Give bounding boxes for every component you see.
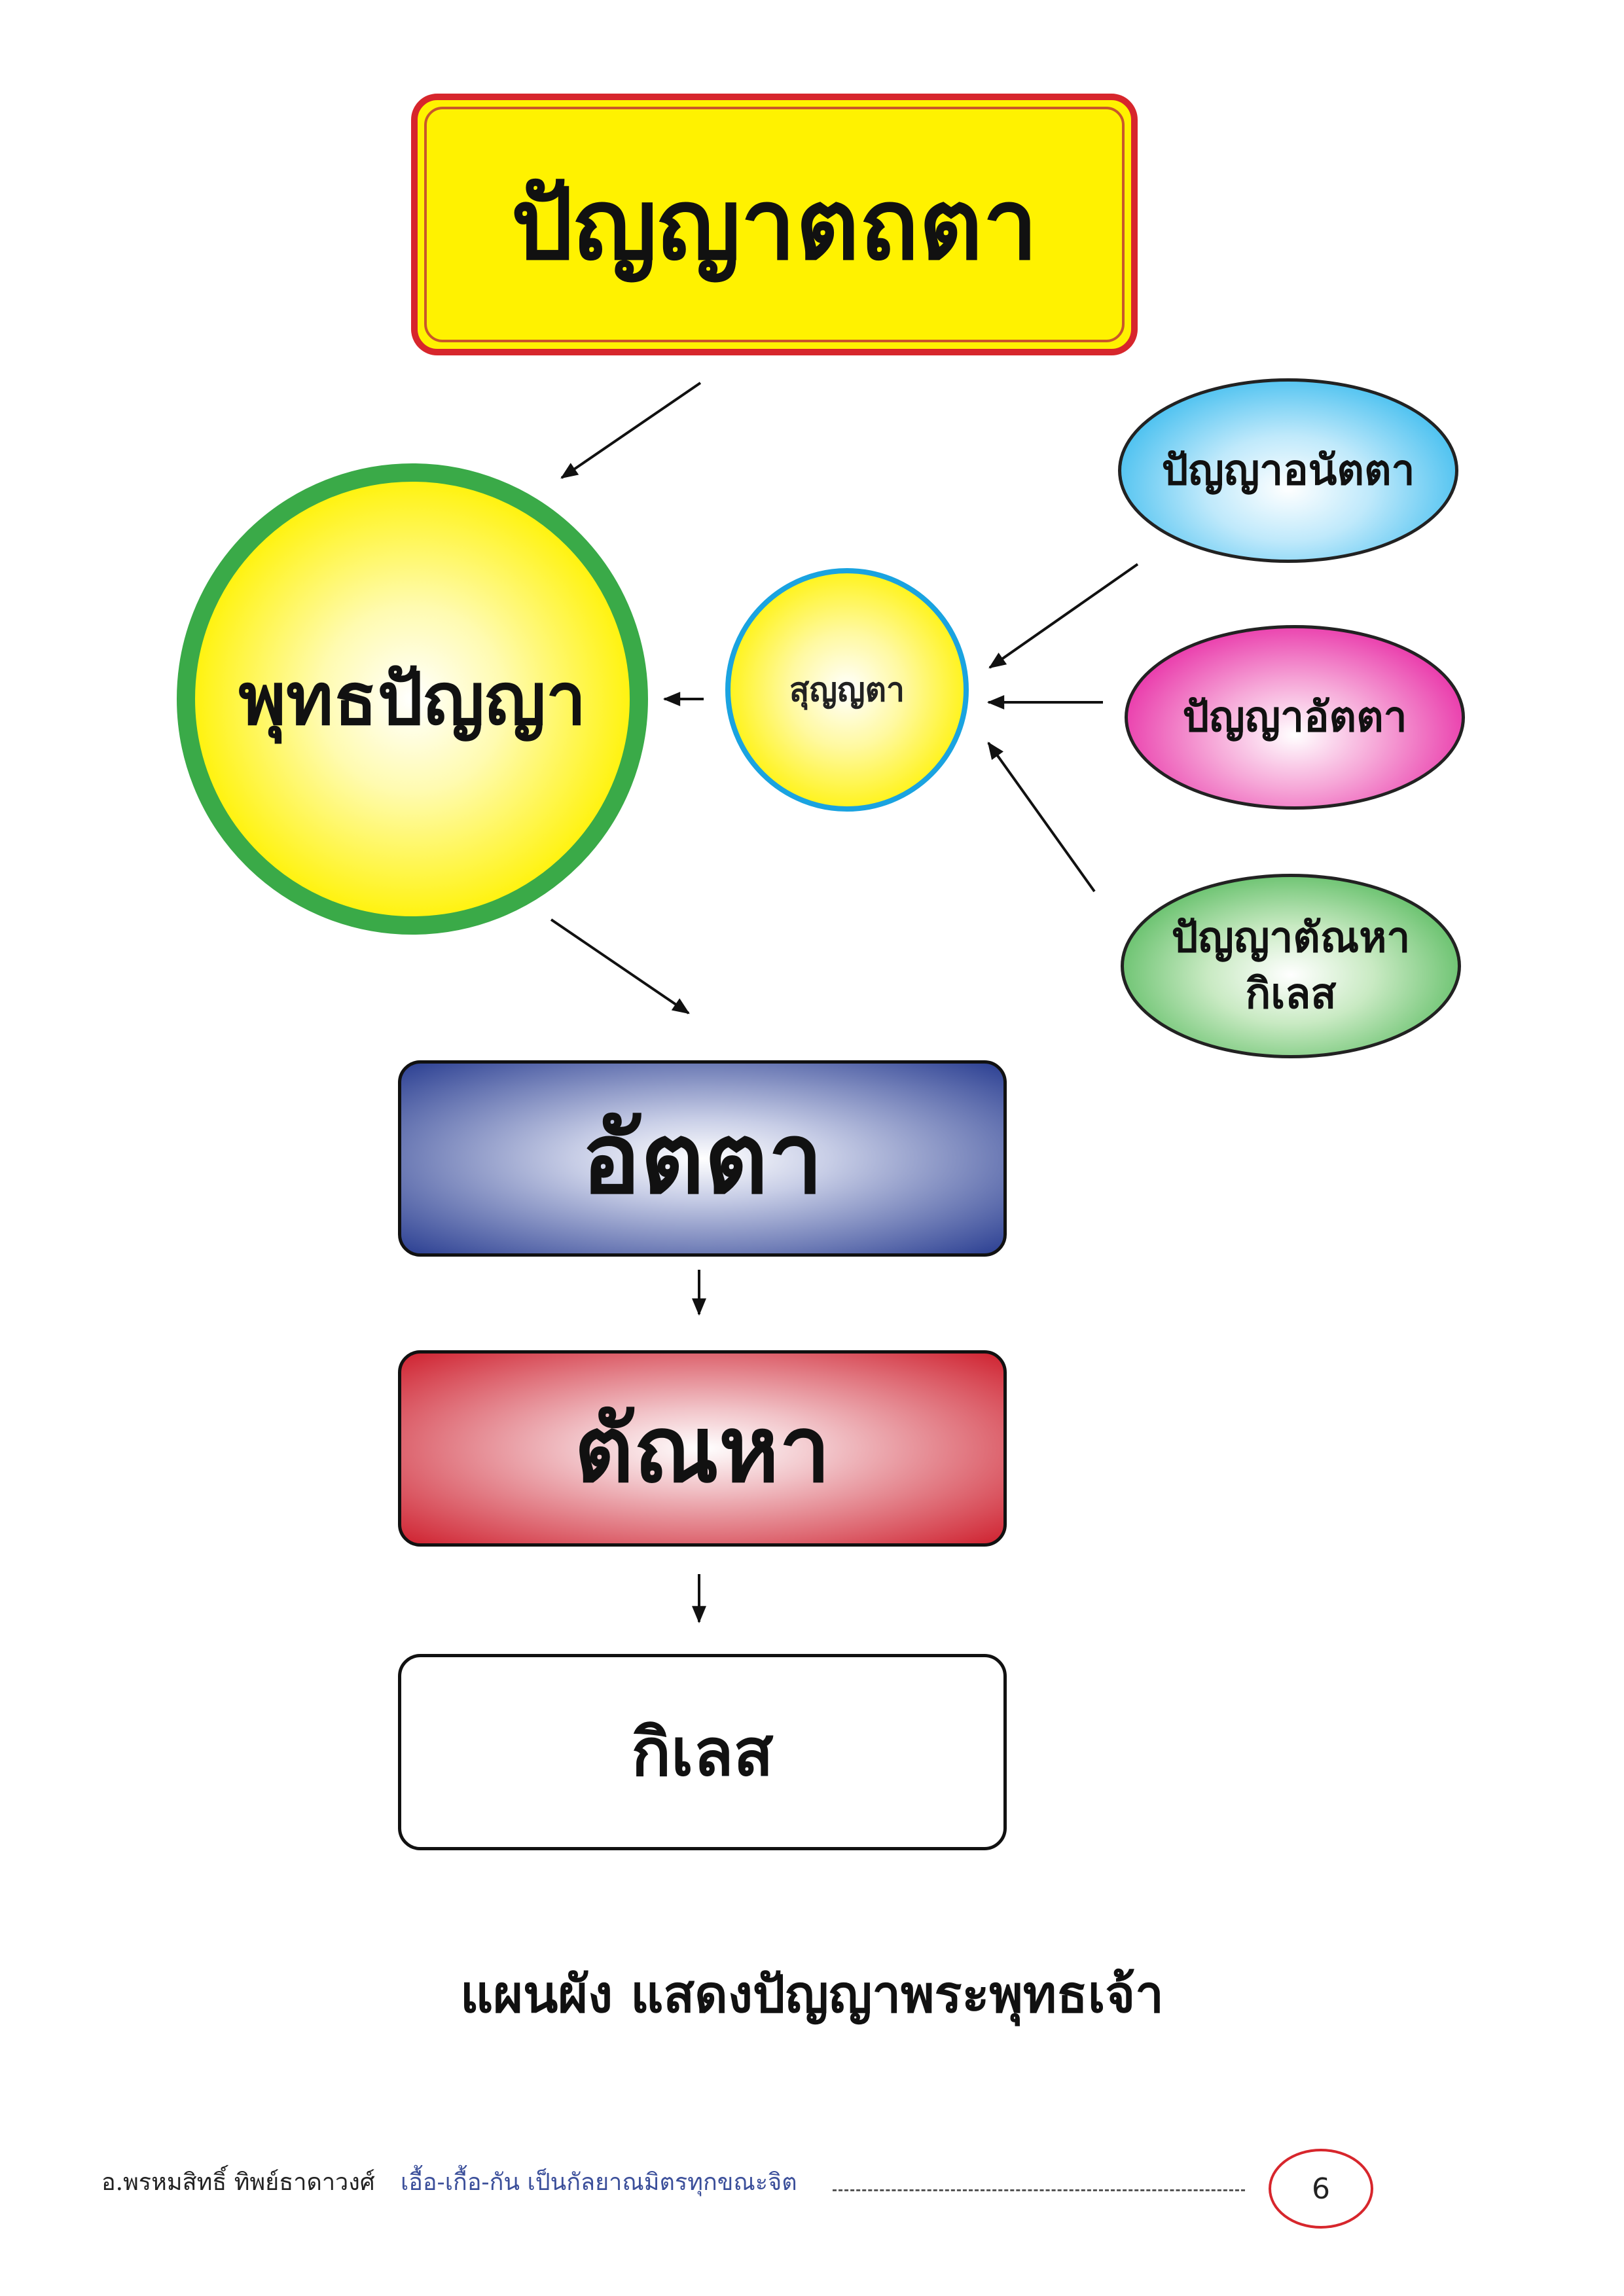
title-box: ปัญญาตถตา bbox=[411, 94, 1138, 355]
arrow-anatta-to-sunyata bbox=[988, 563, 1139, 669]
tanha-kilesa-label-line1: ปัญญาตัณหา bbox=[1171, 913, 1411, 962]
anatta-label: ปัญญาอนัตตา bbox=[1161, 446, 1415, 495]
footer-motto: เอื้อ-เกื้อ-กัน เป็นกัลยาณมิตรทุกขณะจิต bbox=[401, 2169, 797, 2196]
diagram-caption: แผนผัง แสดงปัญญาพระพุทธเจ้า bbox=[460, 1965, 1164, 2024]
atta-label: ปัญญาอัตตา bbox=[1182, 692, 1407, 742]
arrow-tanha-to-sunyata bbox=[987, 742, 1096, 893]
tanha-kilesa-ellipse: ปัญญาตัณหา กิเลส bbox=[1121, 874, 1461, 1058]
page-number: 6 bbox=[1269, 2149, 1373, 2229]
tanha-box: ตัณหา bbox=[398, 1350, 1007, 1547]
tanha-box-label: ตัณหา bbox=[574, 1396, 831, 1503]
tanha-kilesa-label-line2: กิเลส bbox=[1245, 970, 1337, 1018]
title-text: ปัญญาตถตา bbox=[511, 168, 1038, 282]
buddha-wisdom-circle: พุทธปัญญา bbox=[177, 463, 648, 935]
atta-box-label: อัตตา bbox=[581, 1102, 823, 1216]
atta-box: อัตตา bbox=[398, 1060, 1007, 1257]
footer-divider bbox=[833, 2189, 1245, 2191]
kilesa-box-label: กิเลส bbox=[631, 1713, 774, 1791]
footer-author: อ.พรหมสิทธิ์ ทิพย์ธาดาวงศ์ bbox=[101, 2169, 375, 2196]
kilesa-box: กิเลส bbox=[398, 1654, 1007, 1850]
sunyata-label: สุญญตา bbox=[789, 670, 905, 709]
sunyata-circle: สุญญตา bbox=[725, 568, 969, 812]
buddha-wisdom-label: พุทธปัญญา bbox=[238, 657, 586, 741]
arrow-title-to-buddha bbox=[560, 382, 702, 479]
anatta-ellipse: ปัญญาอนัตตา bbox=[1118, 378, 1458, 563]
arrow-buddha-to-atta bbox=[550, 918, 690, 1014]
atta-ellipse: ปัญญาอัตตา bbox=[1125, 625, 1465, 810]
